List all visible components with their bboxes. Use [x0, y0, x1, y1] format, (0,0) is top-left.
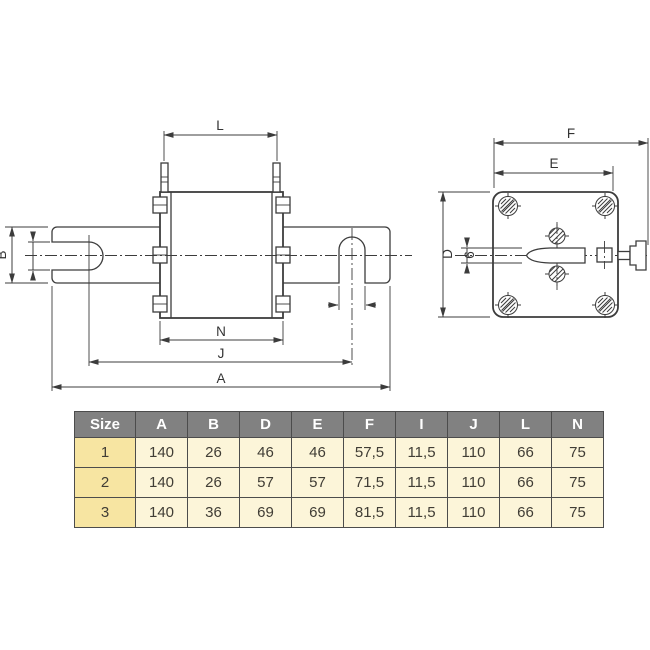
table-cell: 69	[291, 497, 344, 528]
dim-label-F: F	[567, 126, 575, 141]
table-cell: 140	[135, 437, 188, 468]
dimension-L: L	[163, 118, 278, 161]
table-cell: 26	[187, 467, 240, 498]
table-cell: 71,5	[343, 467, 396, 498]
col-header-n: N	[551, 411, 604, 438]
table-cell: 57	[291, 467, 344, 498]
table-cell: 81,5	[343, 497, 396, 528]
side-view: L B	[0, 118, 412, 391]
dimension-left-slot	[28, 231, 50, 281]
terminal-tab	[617, 240, 647, 271]
col-header-i: I	[395, 411, 448, 438]
table-header-row: Size A B D E F I J L N	[74, 411, 604, 438]
col-header-e: E	[291, 411, 344, 438]
table-cell: 46	[239, 437, 292, 468]
table-cell: 57,5	[343, 437, 396, 468]
front-view: F E D 6	[438, 126, 650, 319]
table-row: 2 140 26 57 57 71,5 11,5 110 66 75	[74, 467, 604, 498]
dimension-thickness: 6	[461, 237, 522, 274]
table-cell: 69	[239, 497, 292, 528]
table-cell: 140	[135, 497, 188, 528]
dim-label-A: A	[216, 371, 225, 386]
table-cell-size: 2	[74, 467, 136, 498]
table-cell: 26	[187, 437, 240, 468]
dimension-B: B	[0, 226, 48, 284]
col-header-a: A	[135, 411, 188, 438]
dimension-J: J	[88, 346, 353, 365]
table-cell: 75	[551, 467, 604, 498]
table-cell: 140	[135, 467, 188, 498]
table-cell: 110	[447, 497, 500, 528]
dim-label-B: B	[0, 250, 9, 259]
dim-label-thickness: 6	[462, 251, 477, 259]
table-cell: 11,5	[395, 467, 448, 498]
table-cell: 11,5	[395, 437, 448, 468]
blade-tip	[525, 247, 586, 264]
dim-label-N: N	[216, 324, 226, 339]
dimension-drawing: L B	[0, 118, 650, 391]
table-cell: 75	[551, 437, 604, 468]
table-cell: 11,5	[395, 497, 448, 528]
table-cell: 110	[447, 467, 500, 498]
dimension-E: E	[493, 156, 614, 191]
table-row: 1 140 26 46 46 57,5 11,5 110 66 75	[74, 437, 604, 468]
table-cell: 66	[499, 497, 552, 528]
dimension-right-slot	[328, 286, 376, 310]
table-cell-size: 3	[74, 497, 136, 528]
dim-label-L: L	[216, 118, 224, 133]
table-cell-size: 1	[74, 437, 136, 468]
table-cell: 46	[291, 437, 344, 468]
indicator-pins	[160, 162, 281, 193]
table-row: 3 140 36 69 69 81,5 11,5 110 66 75	[74, 497, 604, 528]
dimension-F: F	[493, 126, 649, 245]
dimension-D: D	[438, 191, 490, 318]
dimension-table: Size A B D E F I J L N 1 140 26 46 46 57…	[74, 411, 604, 528]
col-header-b: B	[187, 411, 240, 438]
dimension-A: A	[51, 286, 391, 391]
table-cell: 57	[239, 467, 292, 498]
col-header-size: Size	[74, 411, 136, 438]
dim-label-D: D	[440, 249, 455, 259]
dim-label-J: J	[218, 346, 225, 361]
col-header-f: F	[343, 411, 396, 438]
table-cell: 66	[499, 467, 552, 498]
col-header-j: J	[447, 411, 500, 438]
dim-label-E: E	[549, 156, 558, 171]
table-cell: 36	[187, 497, 240, 528]
table-cell: 110	[447, 437, 500, 468]
fuse-body	[159, 191, 284, 319]
table-cell: 66	[499, 437, 552, 468]
col-header-l: L	[499, 411, 552, 438]
dimension-N: N	[159, 321, 284, 345]
contact-clips	[152, 196, 291, 313]
table-cell: 75	[551, 497, 604, 528]
col-header-d: D	[239, 411, 292, 438]
